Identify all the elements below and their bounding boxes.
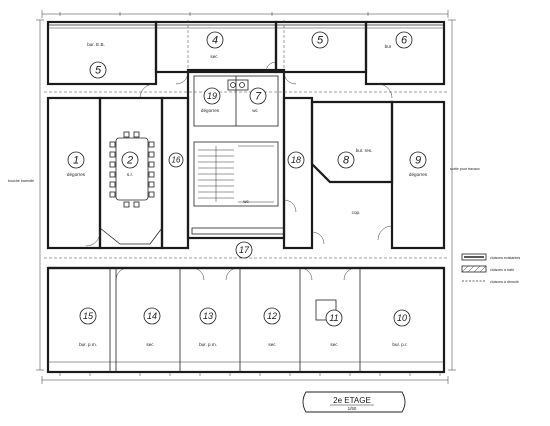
structural-grid bbox=[44, 20, 448, 259]
side-note-right: sortie pour travaux bbox=[450, 167, 480, 171]
walls-bottom bbox=[46, 266, 446, 374]
legend-build-label: cloisons à batir bbox=[490, 268, 515, 272]
room-number-19: 19 dégorres bbox=[201, 87, 221, 113]
room-1-number: 1 bbox=[73, 154, 79, 166]
room-number-5: 5 bbox=[311, 31, 329, 49]
room-number-1: 1 dégorres bbox=[67, 151, 86, 177]
room-number-15: 15 bur. p.m. bbox=[79, 307, 97, 347]
side-note-left: bouche incendie bbox=[8, 179, 34, 183]
room-7-label: wc bbox=[252, 108, 258, 113]
room-2-number: 2 bbox=[126, 154, 133, 166]
room-8-number: 8 bbox=[343, 154, 350, 166]
partition-room2 bbox=[99, 227, 163, 245]
legend-item-existing: cloisons existantes bbox=[461, 253, 520, 261]
partitions-bottom bbox=[48, 268, 444, 372]
room-7-number: 7 bbox=[255, 90, 262, 102]
room-number-14: 14 sec bbox=[143, 307, 161, 347]
room-13-number: 13 bbox=[203, 311, 213, 321]
room-number-2: 2 s.r. bbox=[121, 151, 139, 177]
room-10-number: 10 bbox=[397, 313, 407, 323]
room-number-11: 11 sec bbox=[325, 309, 343, 347]
conference-table bbox=[109, 131, 155, 208]
core-block bbox=[191, 75, 285, 235]
room-4-label: sec bbox=[210, 54, 218, 59]
room-number-18: 18 bbox=[287, 151, 305, 169]
room-number-4: 4 sec bbox=[206, 31, 224, 59]
room-number-10: 10 bur. p.r. bbox=[392, 309, 411, 347]
room-11-label: sec bbox=[330, 342, 338, 347]
room-2-label: s.r. bbox=[127, 172, 133, 177]
room-number-8: 8 bur. res. bbox=[337, 148, 373, 169]
legend: cloisons existantes cloisons à batir clo… bbox=[461, 253, 520, 284]
room-19-number: 19 bbox=[207, 91, 217, 101]
room-12-number: 12 bbox=[267, 311, 277, 321]
legend-demolish-label: cloisons à demolir bbox=[490, 280, 520, 284]
room-11-number: 11 bbox=[329, 313, 338, 323]
title-block: 2e ETAGE 1/50 bbox=[302, 391, 406, 413]
room-number-12: 12 sec bbox=[263, 307, 281, 347]
room-9-number: 9 bbox=[415, 154, 421, 166]
scale-label: 1/50 bbox=[348, 406, 357, 411]
room-14-number: 14 bbox=[147, 311, 157, 321]
walls-middle bbox=[46, 68, 446, 250]
room-12-label: sec bbox=[268, 342, 276, 347]
room-13-label: bur. p.m. bbox=[199, 342, 217, 347]
room-number-9: 9 dégorres bbox=[409, 151, 428, 177]
room-number-3: 5 bur. E.B. bbox=[87, 42, 107, 79]
room-15-label: bur. p.m. bbox=[79, 342, 97, 347]
room-6-number: 6 bbox=[401, 34, 408, 46]
stair-treads bbox=[198, 145, 274, 203]
room-4-number: 4 bbox=[212, 34, 218, 46]
legend-item-build: cloisons à batir bbox=[461, 265, 515, 273]
room-5-number: 5 bbox=[317, 34, 324, 46]
room-15-number: 15 bbox=[83, 311, 94, 321]
room-14-label: sec bbox=[146, 342, 154, 347]
window-ticks bbox=[59, 372, 441, 376]
room-19-label: dégorres bbox=[201, 108, 220, 113]
walls-top bbox=[46, 20, 446, 86]
room-3-number: 5 bbox=[95, 64, 102, 76]
room-number-16: 16 bbox=[168, 152, 184, 168]
legend-existing-label: cloisons existantes bbox=[490, 256, 520, 260]
room-9-label: dégorres bbox=[409, 172, 428, 177]
room-1-label: dégorres bbox=[67, 172, 86, 177]
legend-item-demolish: cloisons à demolir bbox=[462, 280, 520, 284]
cop-label: cop. bbox=[352, 210, 361, 215]
room-8-label: bur. res. bbox=[356, 148, 373, 153]
hatching-top bbox=[48, 24, 444, 29]
room-number-13: 13 bur. p.m. bbox=[199, 307, 217, 347]
room-3-label: bur. E.B. bbox=[87, 42, 105, 47]
room-6-label: bur bbox=[385, 44, 392, 49]
room-16-number: 16 bbox=[172, 156, 181, 165]
floor-title: 2e ETAGE bbox=[333, 396, 371, 405]
room-10-label: bur. p.r. bbox=[392, 342, 407, 347]
room-17-number: 17 bbox=[239, 245, 250, 255]
dimension-lines bbox=[36, 10, 456, 384]
room-number-6: 6 bur bbox=[385, 31, 413, 49]
room-number-17: 17 bbox=[235, 241, 253, 259]
room-18-number: 18 bbox=[291, 155, 301, 165]
wc-label: wc bbox=[243, 199, 249, 204]
room-number-7: 7 wc bbox=[249, 87, 267, 113]
